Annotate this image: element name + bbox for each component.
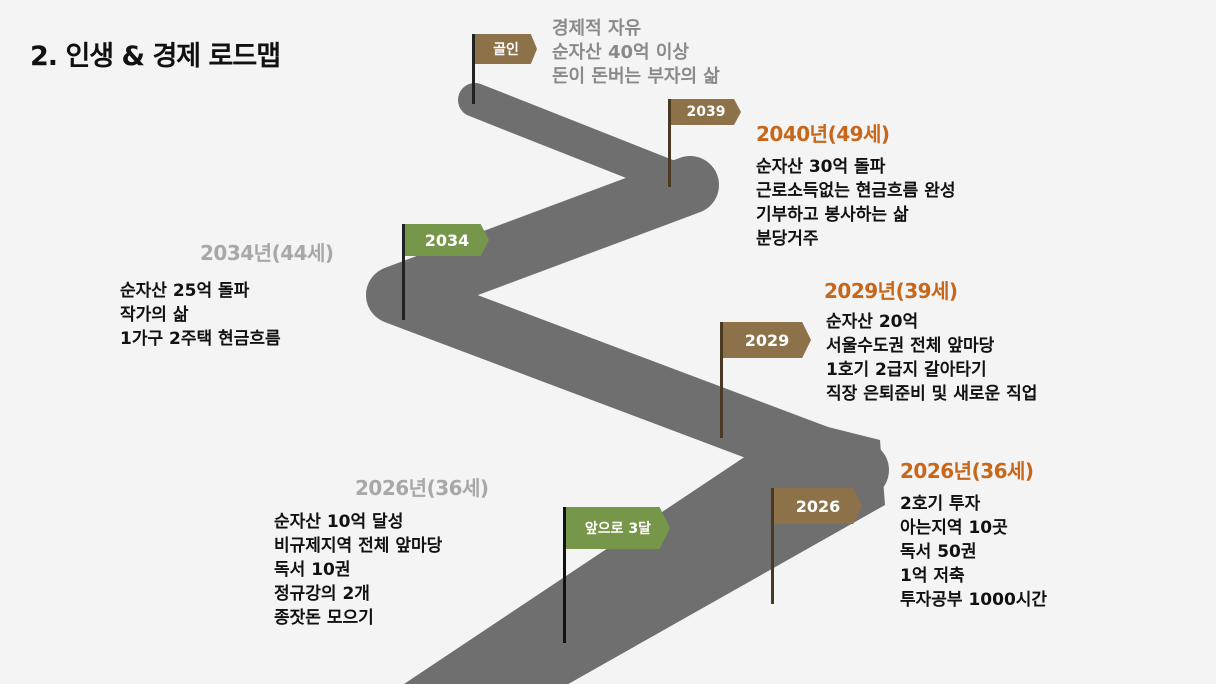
road-bottom (404, 420, 885, 684)
road-middle (366, 156, 889, 499)
year-2026-right: 2026년(36세) (900, 459, 1034, 483)
milestone-2029: 순자산 20억 서울수도권 전체 앞마당 1호기 2급지 갈아타기 직장 은퇴준… (826, 312, 1038, 404)
year-2026-left: 2026년(36세) (355, 476, 489, 500)
year-2029: 2029년(39세) (824, 279, 958, 303)
milestone-2040: 순자산 30억 돌파 근로소득없는 현금흐름 완성 기부하고 봉사하는 삶 분당… (756, 157, 956, 249)
milestone-2034: 순자산 25억 돌파 작가의 삶 1가구 2주택 현금흐름 (120, 281, 281, 349)
goal-text: 경제적 자유 순자산 40억 이상 돈이 돈버는 부자의 삶 (552, 18, 720, 87)
year-2034: 2034년(44세) (200, 241, 334, 265)
year-2040: 2040년(49세) (756, 122, 890, 146)
page-title: 2. 인생 & 경제 로드맵 (30, 41, 281, 72)
road-top (458, 83, 707, 202)
milestone-2026-right: 2호기 투자 아는지역 10곳 독서 50권 1억 저축 투자공부 1000시간 (900, 494, 1048, 610)
milestone-2026-left: 순자산 10억 달성 비규제지역 전체 앞마당 독서 10권 정규강의 2개 종… (274, 512, 443, 628)
